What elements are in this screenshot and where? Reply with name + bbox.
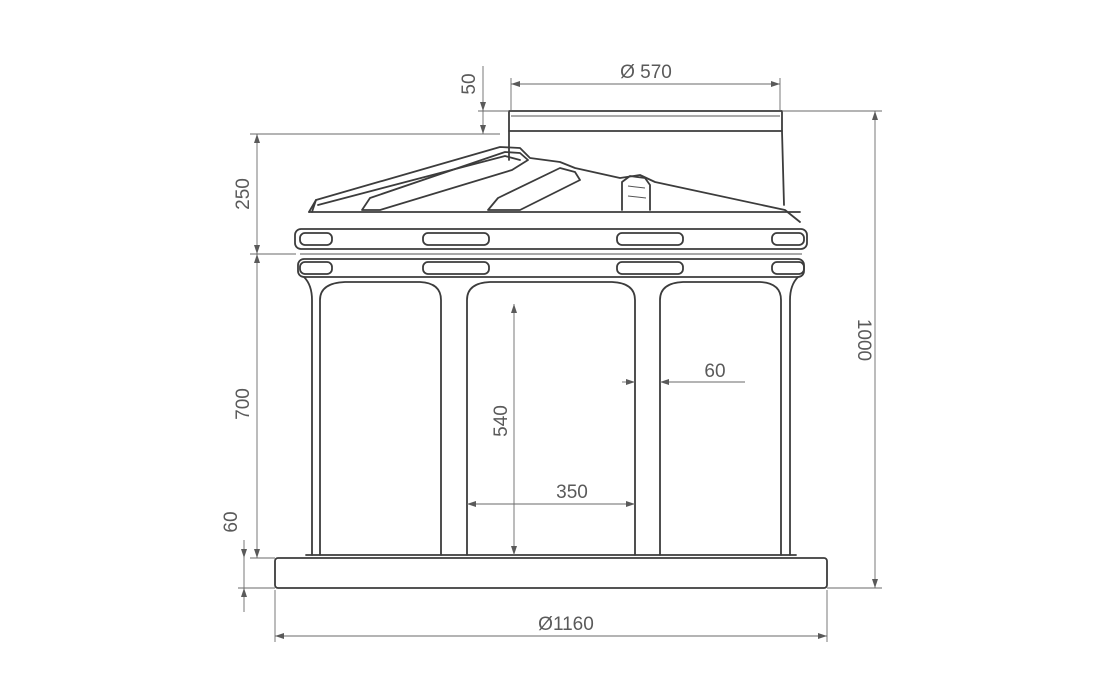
window-center bbox=[466, 281, 636, 556]
label-neck-height: 50 bbox=[459, 73, 480, 94]
label-total-height: 1000 bbox=[853, 319, 874, 361]
cone-top bbox=[308, 146, 801, 223]
window-left bbox=[319, 281, 442, 556]
label-cone-height: 250 bbox=[233, 178, 254, 210]
body-shell bbox=[303, 276, 799, 556]
label-base-diameter: Ø1160 bbox=[538, 614, 594, 635]
label-top-diameter: Ø 570 bbox=[620, 62, 672, 83]
base-plate bbox=[274, 557, 828, 589]
window-right bbox=[659, 281, 782, 556]
label-window-width: 350 bbox=[556, 482, 588, 503]
label-window-height: 540 bbox=[491, 405, 512, 437]
label-body-height: 700 bbox=[233, 388, 254, 420]
rim-bands bbox=[294, 228, 808, 278]
label-base-height: 60 bbox=[221, 511, 242, 532]
neck-collar bbox=[508, 110, 785, 206]
label-rib-width: 60 bbox=[704, 361, 725, 382]
dimension-labels: Ø 570 50 250 700 60 1000 540 350 60 Ø116… bbox=[221, 62, 874, 635]
dimension-lines bbox=[238, 66, 882, 642]
